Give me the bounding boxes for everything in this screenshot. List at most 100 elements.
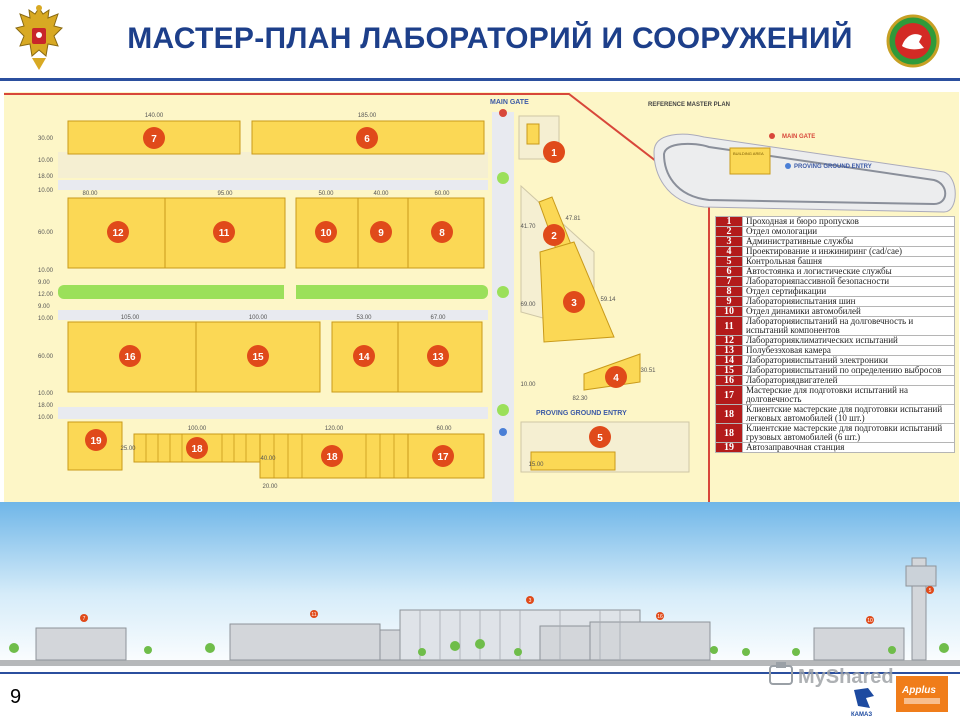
- site-boundary: [4, 93, 710, 502]
- ref-building-area: BUILDING AREA: [733, 151, 764, 156]
- svg-text:10.00: 10.00: [38, 268, 54, 274]
- legend-description: Клиентские мастерские для подготовки исп…: [741, 404, 956, 424]
- roundabout-2: [497, 286, 509, 298]
- legend-description: Клиентские мастерские для подготовки исп…: [741, 423, 956, 443]
- svg-text:95.00: 95.00: [217, 191, 233, 197]
- legend-number: 7: [715, 276, 743, 287]
- legend-number: 1: [715, 216, 743, 227]
- legend-description: Проходная и бюро пропусков: [741, 216, 956, 227]
- myshared-logo-icon: MyShared: [768, 660, 928, 690]
- svg-text:18.00: 18.00: [38, 174, 54, 180]
- road-h3: [58, 407, 488, 419]
- legend-description: Полубезэховая камера: [741, 345, 956, 356]
- svg-text:16: 16: [657, 614, 663, 620]
- svg-text:18.00: 18.00: [38, 403, 54, 409]
- road-h2: [58, 310, 488, 320]
- legend-number: 6: [715, 266, 743, 277]
- svg-text:100.00: 100.00: [249, 315, 268, 321]
- marker-18a: 18: [191, 444, 203, 455]
- legend-number: 4: [715, 246, 743, 257]
- marker-11: 11: [219, 228, 230, 239]
- svg-text:7: 7: [83, 616, 86, 622]
- legend-number: 2: [715, 226, 743, 237]
- building-5: [530, 451, 616, 471]
- legend-description: Лабораторияпассивной безопасности: [741, 276, 956, 287]
- yard-1: [58, 152, 488, 178]
- svg-text:60.00: 60.00: [38, 230, 54, 236]
- plan-labels: MAIN GATE PROVING GROUND ENTRY: [490, 99, 627, 417]
- road-v-main: [492, 112, 514, 502]
- svg-text:20.00: 20.00: [262, 484, 278, 490]
- proving-ground-entry-label: PROVING GROUND ENTRY: [536, 410, 627, 417]
- legend-description: Отдел динамики автомобилей: [741, 306, 956, 317]
- applus-text: Applus: [901, 685, 936, 696]
- legend-number: 12: [715, 335, 743, 346]
- marker-19: 19: [90, 436, 102, 447]
- green-belt-gap: [284, 283, 296, 301]
- svg-text:25.00: 25.00: [120, 446, 136, 452]
- legend-number: 15: [715, 365, 743, 376]
- svg-text:9.00: 9.00: [38, 304, 50, 310]
- svg-text:30.51: 30.51: [640, 368, 656, 374]
- legend-number: 13: [715, 345, 743, 356]
- svg-text:30.00: 30.00: [38, 136, 54, 142]
- svg-text:10: 10: [867, 618, 873, 624]
- legend-description: Лабораторияклиматических испытаний: [741, 335, 956, 346]
- marker-14: 14: [358, 352, 370, 363]
- svg-text:67.00: 67.00: [430, 315, 446, 321]
- legend-number: 9: [715, 296, 743, 307]
- svg-text:9.00: 9.00: [38, 280, 50, 286]
- garage-dividers-b: [273, 434, 395, 478]
- green-belt: [58, 285, 488, 299]
- left-dimensions: 30.00 10.00 18.00 10.00 60.00 10.00 9.00…: [38, 136, 54, 421]
- svg-text:53.00: 53.00: [356, 315, 372, 321]
- elevation-markers: [80, 586, 934, 624]
- marker-10: 10: [320, 228, 332, 239]
- footer-divider: [0, 672, 960, 674]
- horizontal-dimensions: 140.00 185.00 80.00 95.00 50.00 40.00 60…: [82, 113, 656, 490]
- marker-8: 8: [439, 228, 445, 239]
- applus-logo-icon: Applus: [896, 676, 948, 712]
- svg-text:140.00: 140.00: [145, 113, 164, 119]
- legend-number: 11: [715, 316, 743, 336]
- reference-mini-map: BUILDING AREA MAIN GATE PROVING GROUND E…: [653, 133, 956, 213]
- svg-text:60.00: 60.00: [436, 426, 452, 432]
- marker-5: 5: [597, 433, 603, 444]
- svg-text:120.00: 120.00: [325, 426, 344, 432]
- legend-number: 5: [715, 256, 743, 267]
- road-h1: [58, 180, 488, 190]
- svg-text:10.00: 10.00: [520, 382, 536, 388]
- svg-text:10.00: 10.00: [38, 188, 54, 194]
- svg-text:41.70: 41.70: [520, 224, 536, 230]
- svg-text:10.00: 10.00: [38, 391, 54, 397]
- building-marker-labels: 7 6 1 12 11 10 9 8 2 3 4 16 15 14 13 5 1…: [90, 134, 619, 463]
- entry-marker: [499, 428, 507, 436]
- legend-description: Контрольная башня: [741, 256, 956, 267]
- page-title: МАСТЕР-ПЛАН ЛАБОРАТОРИЙ И СООРУЖЕНИЙ: [127, 22, 853, 55]
- svg-text:82.30: 82.30: [572, 396, 588, 402]
- legend-description: Отдел омологации: [741, 226, 956, 237]
- svg-text:40.00: 40.00: [260, 456, 276, 462]
- legend-description: Лабораторияиспытаний по определению выбр…: [741, 365, 956, 376]
- ground: [0, 660, 960, 666]
- marker-17: 17: [437, 452, 449, 463]
- svg-text:80.00: 80.00: [82, 191, 98, 197]
- legend-description: Проектирование и инжиниринг (cad/cae): [741, 246, 956, 257]
- garage-dividers-a: [145, 434, 247, 462]
- legend-number: 18: [715, 404, 743, 424]
- legend-description: Лабораторияиспытания шин: [741, 296, 956, 307]
- svg-text:100.00: 100.00: [188, 426, 207, 432]
- legend-number: 14: [715, 355, 743, 366]
